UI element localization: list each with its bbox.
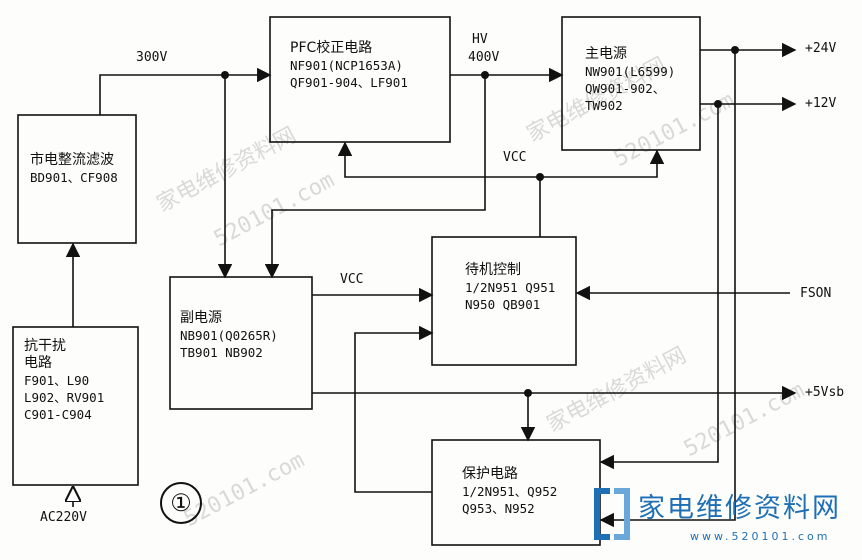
emi-line: C901-C904 — [24, 407, 92, 422]
emi-text: 抗干扰 电路 F901、L90 L902、RV901 C901-C904 — [24, 338, 104, 423]
standby-text: 待机控制 1/2N951 Q951 N950 QB901 — [465, 262, 555, 313]
block-emi — [12, 326, 139, 486]
pfc-line: NF901(NCP1653A) — [290, 58, 403, 73]
junction-dot — [524, 389, 532, 397]
block-main — [561, 16, 701, 151]
main-line: TW902 — [585, 98, 623, 113]
emi-line: L902、RV901 — [24, 390, 105, 405]
rectifier-text: 市电整流滤波 BD901、CF908 — [30, 152, 118, 186]
main-text: 主电源 NW901(L6599) QW901-902、 TW902 — [585, 46, 675, 114]
aux-line: TB901 NB902 — [180, 345, 263, 360]
standby-line: N950 QB901 — [465, 297, 541, 312]
protect-line: Q953、N952 — [462, 501, 535, 516]
protect-line: 1/2N951、Q952 — [462, 484, 558, 499]
label-fson: FSON — [800, 286, 832, 301]
emi-line: F901、L90 — [24, 373, 90, 388]
pfc-text: PFC校正电路 NF901(NCP1653A) QF901-904、LF901 — [290, 40, 408, 91]
main-title: 主电源 — [585, 46, 627, 62]
pfc-line: QF901-904、LF901 — [290, 75, 408, 90]
pfc-title: PFC校正电路 — [290, 40, 373, 56]
junction-dot — [536, 173, 544, 181]
rectifier-line: BD901、CF908 — [30, 170, 118, 185]
junction-dot — [714, 100, 722, 108]
emi-title: 抗干扰 — [24, 338, 66, 354]
main-line: NW901(L6599) — [585, 64, 676, 79]
logo-url: www.520101.com — [690, 530, 831, 543]
junction-dot — [731, 46, 739, 54]
aux-text: 副电源 NB901(Q0265R) TB901 NB902 — [180, 310, 278, 361]
junction-dot — [221, 71, 229, 79]
label-400v: 400V — [468, 50, 500, 65]
label-vcc-top: VCC — [503, 150, 527, 165]
label-300v: 300V — [136, 50, 168, 65]
block-aux — [169, 276, 313, 410]
figure-number: ① — [160, 482, 202, 524]
label-out-24v: +24V — [805, 41, 837, 56]
protect-text: 保护电路 1/2N951、Q952 Q953、N952 — [462, 466, 557, 517]
aux-title: 副电源 — [180, 310, 222, 326]
junction-dot — [481, 71, 489, 79]
standby-title: 待机控制 — [465, 262, 521, 278]
label-out-5vsb: +5Vsb — [805, 385, 845, 400]
label-ac220v: AC220V — [40, 510, 87, 525]
rectifier-title: 市电整流滤波 — [30, 152, 114, 168]
logo-mark-icon — [594, 488, 630, 540]
standby-line: 1/2N951 Q951 — [465, 280, 556, 295]
protect-title: 保护电路 — [462, 466, 518, 482]
label-vcc-aux: VCC — [340, 272, 364, 287]
main-line: QW901-902、 — [585, 81, 666, 96]
site-logo: 家电维修资料网 www.520101.com — [588, 484, 858, 554]
emi-line: 电路 — [24, 355, 52, 371]
label-hv: HV — [472, 32, 488, 47]
logo-text: 家电维修资料网 — [638, 493, 841, 524]
aux-line: NB901(Q0265R) — [180, 328, 278, 343]
label-out-12v: +12V — [805, 96, 837, 111]
